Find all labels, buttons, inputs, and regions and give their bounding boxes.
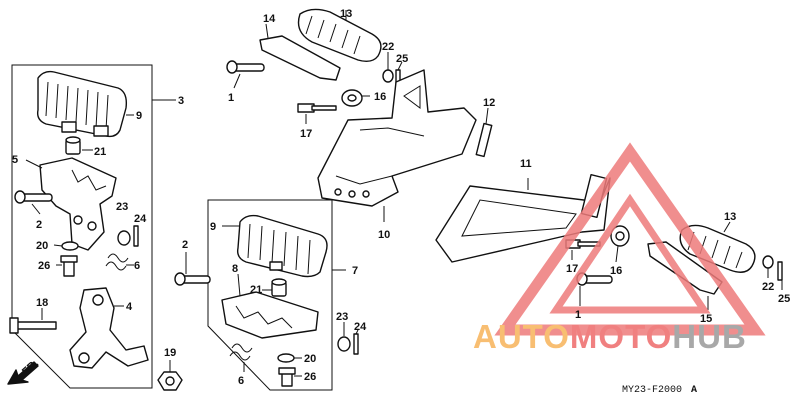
footpeg-rubber-part-9 (36, 70, 134, 138)
cotter-pin-part-25-right (777, 261, 783, 281)
footpeg-bracket-part-8 (221, 273, 319, 339)
callout-17: 17 (300, 128, 312, 140)
watermark-logo: AUTOMOTOHUB (473, 142, 766, 355)
collar-part-21-lower (262, 278, 287, 297)
front-direction-arrow: FR. (7, 357, 41, 385)
pin-part-1 (226, 60, 265, 89)
footpeg-bracket-part-5 (25, 157, 117, 251)
pin-part-1-right (576, 272, 613, 306)
spring-part-6-lower (229, 343, 253, 372)
callout-20: 20 (304, 353, 316, 365)
nut-part-19 (157, 360, 183, 391)
group-bracket-7 (207, 199, 333, 391)
cotter-pin-part-24 (133, 225, 139, 247)
callout-1: 1 (228, 92, 234, 104)
callout-26: 26 (38, 260, 50, 272)
footpeg-rubber-part-13 (297, 8, 382, 63)
callout-3: 3 (178, 95, 184, 107)
watermark-text-hub: HUB (672, 318, 747, 355)
callout-22: 22 (382, 41, 394, 53)
washer-part-23 (117, 230, 131, 246)
callout-14: 14 (263, 13, 276, 25)
callout-16: 16 (610, 265, 622, 277)
cotter-pin-part-24-lower (353, 333, 359, 355)
callout-13: 13 (340, 8, 352, 20)
callout-9: 9 (136, 110, 142, 122)
callout-8: 8 (232, 263, 238, 275)
bolt-part-18 (9, 308, 57, 334)
watermark-triangle-inner (549, 193, 711, 314)
callout-4: 4 (126, 301, 133, 313)
callout-19: 19 (164, 347, 176, 359)
callout-23: 23 (336, 311, 348, 323)
callout-25: 25 (396, 53, 408, 65)
callout-21: 21 (94, 146, 106, 158)
watermark-triangle-outer (494, 142, 766, 336)
callout-13: 13 (724, 211, 736, 223)
callout-11: 11 (520, 158, 532, 170)
callout-10: 10 (378, 229, 390, 241)
footpeg-arm-part-14 (259, 23, 341, 81)
collar-part-21 (65, 136, 93, 155)
svg-text:AUTOMOTOHUB: AUTOMOTOHUB (473, 318, 747, 355)
callout-2: 2 (182, 239, 188, 251)
washer-part-22-right (762, 255, 774, 269)
callout-20: 20 (36, 240, 48, 252)
callout-12: 12 (483, 97, 495, 109)
callout-22: 22 (762, 281, 774, 293)
callout-9: 9 (210, 221, 216, 233)
washer-part-22 (382, 69, 394, 83)
bolt-part-17 (297, 103, 337, 124)
callout-6: 6 (134, 260, 140, 272)
callout-17: 17 (566, 263, 578, 275)
callout-25: 25 (778, 293, 790, 305)
left-footpeg-assembly: FR. (7, 64, 183, 391)
diagram-code: MY23-F2000 (622, 385, 682, 396)
callout-18: 18 (36, 297, 48, 309)
svg-text:MY23-F2000 A: MY23-F2000 A (622, 385, 697, 396)
callout-24: 24 (354, 321, 367, 333)
footpeg-rubber-part-9-lower (222, 214, 328, 278)
middle-footpeg-assembly (174, 199, 359, 391)
callout-21: 21 (250, 284, 262, 296)
stay-part-10 (317, 69, 477, 222)
callout-23: 23 (116, 201, 128, 213)
callout-26: 26 (304, 371, 316, 383)
bolt-part-26 (56, 255, 78, 277)
watermark-text-moto: MOTO (570, 318, 672, 355)
callout-5: 5 (12, 154, 18, 166)
washer-part-23-lower (337, 336, 351, 352)
callout-24: 24 (134, 213, 147, 225)
bolt-part-26-lower (278, 367, 302, 387)
callout-16: 16 (374, 91, 386, 103)
callout-1: 1 (575, 309, 581, 321)
watermark-text-auto: AUTO (473, 318, 570, 355)
diagram-code-suffix: A (691, 385, 697, 396)
passenger-footpeg-upper-assembly (226, 8, 493, 222)
callout-7: 7 (352, 265, 358, 277)
callout-2: 2 (36, 219, 42, 231)
group-bracket-3 (11, 64, 153, 389)
pin-part-2-lower (174, 252, 211, 286)
step-holder-part-4 (69, 287, 149, 369)
pin-part-2 (14, 190, 53, 215)
spring-part-6 (105, 253, 134, 271)
washer-part-20 (61, 241, 79, 251)
pin-part-12 (475, 107, 493, 158)
washer-part-20-lower (277, 353, 295, 363)
callout-15: 15 (700, 313, 712, 325)
callout-6: 6 (238, 375, 244, 387)
